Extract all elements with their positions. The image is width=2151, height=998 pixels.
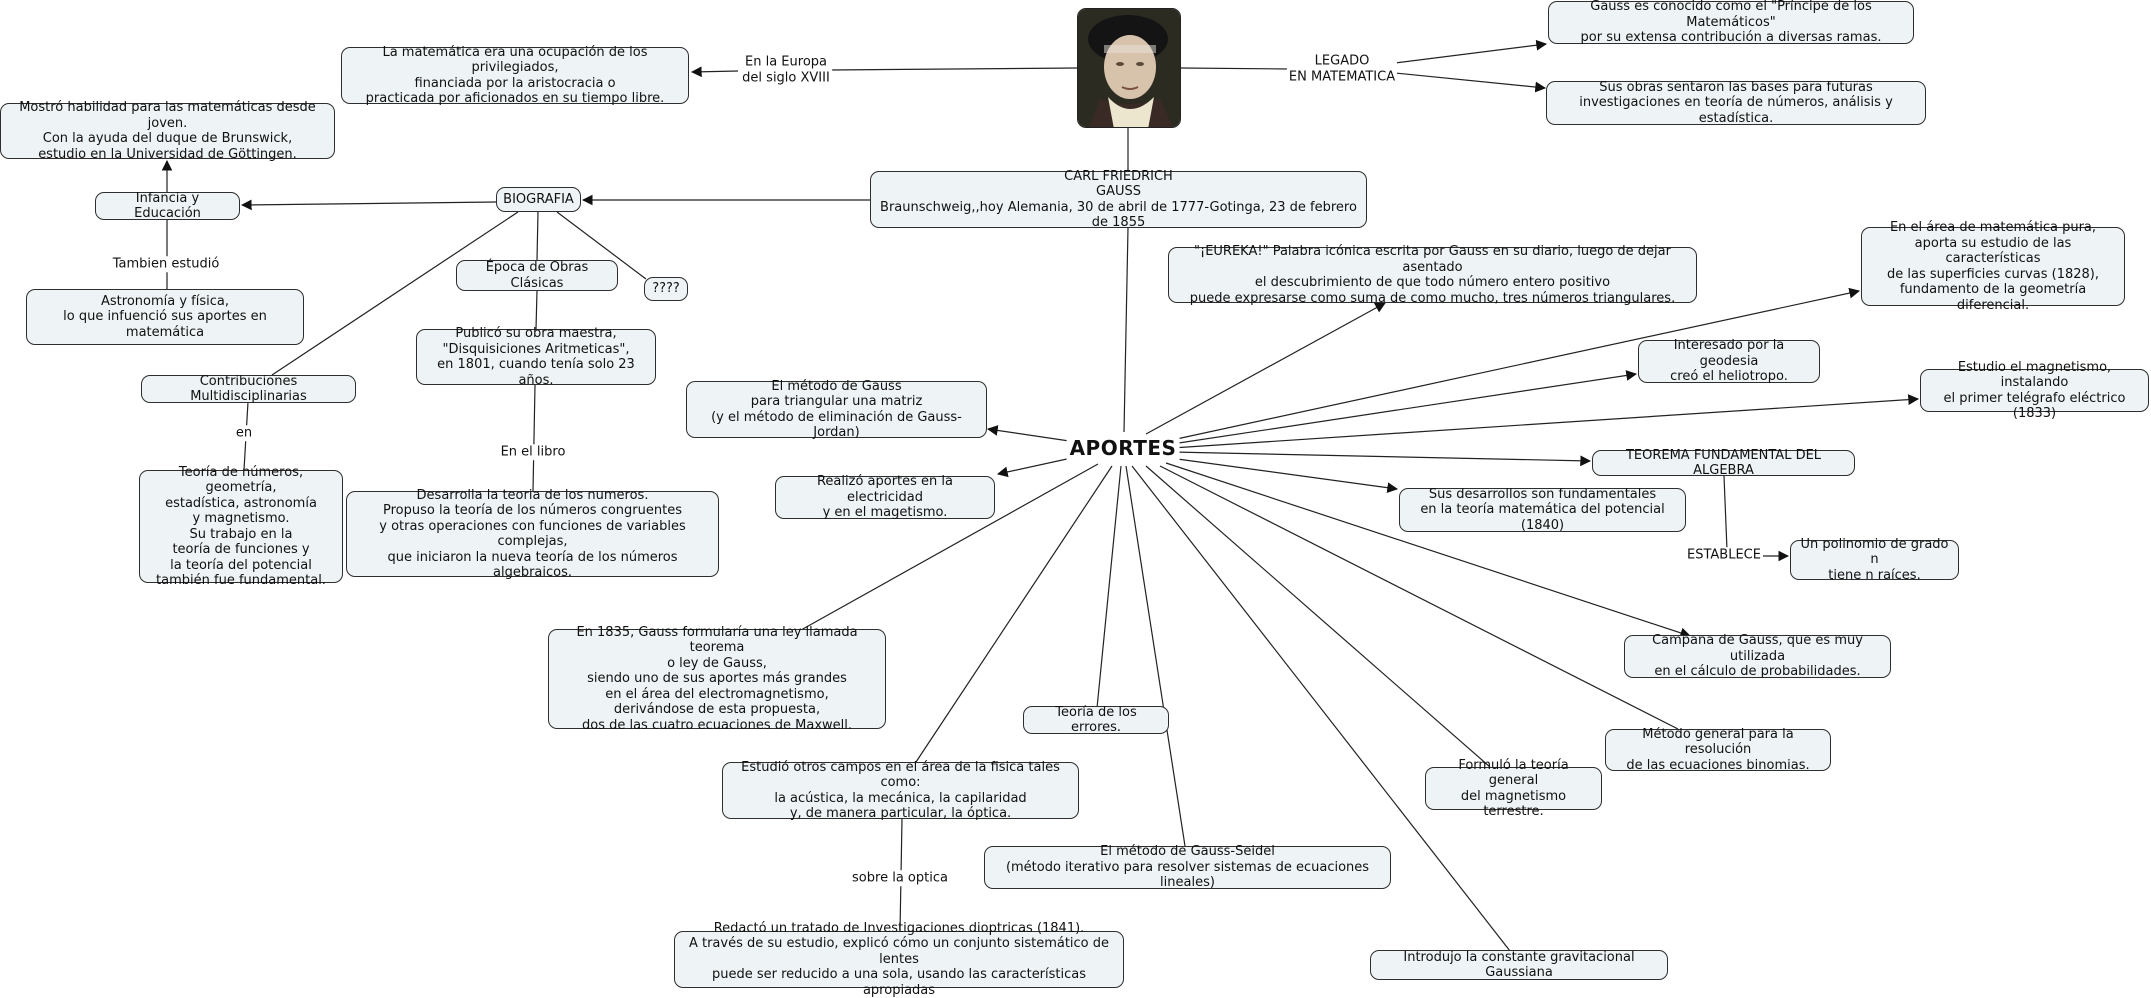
campana-node[interactable]: Campana de Gauss, que es muy utilizada e… xyxy=(1624,633,1891,679)
edge-aportes-ley xyxy=(800,463,1099,631)
teorema-node[interactable]: TEOREMA FUNDAMENTAL DEL ALGEBRA xyxy=(1592,448,1855,478)
edge-legado-obras xyxy=(1394,72,1547,93)
binomias-node[interactable]: Método general para la resolución de las… xyxy=(1605,727,1831,773)
edge-aportes-gravitacional xyxy=(1131,465,1511,952)
mostro-node[interactable]: Mostró habilidad para las matemáticas de… xyxy=(0,100,335,162)
edge-aportes-seidel xyxy=(1125,465,1186,847)
edge-biografia-contribuciones xyxy=(271,211,519,376)
europa-node[interactable]: La matemática era una ocupación de los p… xyxy=(341,45,689,106)
matematica-pura-node[interactable]: En el área de matemática pura, aporta su… xyxy=(1861,220,2125,313)
interrogacion-node[interactable]: ???? xyxy=(644,277,688,301)
gravitacional-node[interactable]: Introdujo la constante gravitacional Gau… xyxy=(1370,950,1668,980)
electricidad-node[interactable]: Realizó aportes en la electricidad y en … xyxy=(775,474,995,520)
edge-aportes-metodo xyxy=(986,425,1077,443)
edge-gauss-aportes xyxy=(1123,227,1129,433)
edge-aportes-eureka xyxy=(1145,302,1386,435)
edge-aportes-matpura xyxy=(1171,287,1861,441)
edge-europa-box xyxy=(690,66,739,78)
magnetismo-telegrafo-node[interactable]: Estudio el magnetismo, instalando el pri… xyxy=(1920,360,2149,421)
aportes-title[interactable]: APORTES xyxy=(1066,436,1180,460)
link-label-europa: En la Europa del siglo XVIII xyxy=(740,54,832,86)
edge-aportes-telegrafo xyxy=(1171,394,1920,449)
edge-biografia-epoca xyxy=(536,211,539,261)
potencial-node[interactable]: Sus desarrollos son fundamentales en la … xyxy=(1399,487,1686,533)
ley-gauss-node[interactable]: En 1835, Gauss formularía una ley llamad… xyxy=(548,625,886,733)
edge-legado-principe xyxy=(1394,39,1548,64)
edge-epoca-publico xyxy=(535,290,538,330)
teoria-numeros-node[interactable]: Teoría de números, geometría, estadístic… xyxy=(139,465,343,588)
edge-portrait-europa xyxy=(829,67,1078,71)
edge-aportes-campana xyxy=(1165,462,1692,639)
dioptricas-node[interactable]: Redactó un tratado de Investigaciones di… xyxy=(674,921,1124,998)
gauss-main-node[interactable]: CARL FRIEDRICH GAUSS Braunschweig,,hoy A… xyxy=(870,169,1367,230)
geodesia-node[interactable]: Interesado por la geodesia creó el helio… xyxy=(1638,338,1820,384)
terrestre-node[interactable]: Formuló la teoría general del magnetismo… xyxy=(1425,758,1602,819)
obras-bases-node[interactable]: Sus obras sentaron las bases para futura… xyxy=(1546,80,1926,126)
edge-aportes-fisica xyxy=(915,465,1113,763)
biografia-node[interactable]: BIOGRAFIA xyxy=(496,187,581,212)
edge-aportes-terrestre xyxy=(1145,465,1491,768)
astronomia-node[interactable]: Astronomía y física, lo que infuenció su… xyxy=(26,289,304,345)
desarrolla-node[interactable]: Desarrolla la teoria de los numeros. Pro… xyxy=(346,488,719,580)
link-label-legado: LEGADO EN MATEMATICA xyxy=(1286,53,1398,85)
edge-aportes-teorema xyxy=(1171,451,1592,467)
polinomio-node[interactable]: Un polinomio de grado n tiene n raíces. xyxy=(1790,537,1959,583)
edge-aportes-geodesia xyxy=(1171,370,1638,445)
link-label-establece: ESTABLECE xyxy=(1685,547,1763,563)
epoca-node[interactable]: Época de Obras Clásicas xyxy=(456,260,618,291)
edge-biografia-infancia xyxy=(240,199,497,211)
publico-node[interactable]: Publicó su obra maestra, "Disquisiciones… xyxy=(416,326,656,388)
edge-portrait-legado xyxy=(1180,67,1291,70)
link-label-en-libro: En el libro xyxy=(498,444,568,460)
gauss-portrait xyxy=(1077,8,1181,128)
edge-aportes-electricidad xyxy=(996,456,1077,478)
link-label-en: en xyxy=(233,425,255,441)
seidel-node[interactable]: El método de Gauss-Seidel (método iterat… xyxy=(984,844,1391,890)
edge-aportes-errores xyxy=(1096,465,1122,709)
portrait-photo-icon xyxy=(1078,9,1180,127)
eureka-node[interactable]: "¡EUREKA!" Palabra icónica escrita por G… xyxy=(1168,244,1697,306)
link-label-tambien: Tambien estudió xyxy=(110,256,222,272)
edge-teorema-establece xyxy=(1723,475,1728,551)
infancia-node[interactable]: Infancia y Educación xyxy=(95,191,240,221)
principe-node[interactable]: Gauss es conocido como el "Príncipe de l… xyxy=(1548,0,1914,45)
link-label-optica: sobre la optica xyxy=(850,870,950,886)
fisica-node[interactable]: Estudió otros campos en el área de la fi… xyxy=(722,760,1079,821)
contribuciones-node[interactable]: Contribuciones Multidisciplinarias xyxy=(141,374,356,404)
edge-biografia-interrogacion xyxy=(556,211,647,280)
errores-node[interactable]: Teoría de los errores. xyxy=(1023,705,1169,735)
edge-aportes-potencial xyxy=(1169,457,1399,494)
metodo-gauss-node[interactable]: El método de Gauss para triangular una m… xyxy=(686,379,987,440)
edge-publico-desarrolla xyxy=(532,384,536,492)
edge-aportes-binomias xyxy=(1159,465,1679,730)
